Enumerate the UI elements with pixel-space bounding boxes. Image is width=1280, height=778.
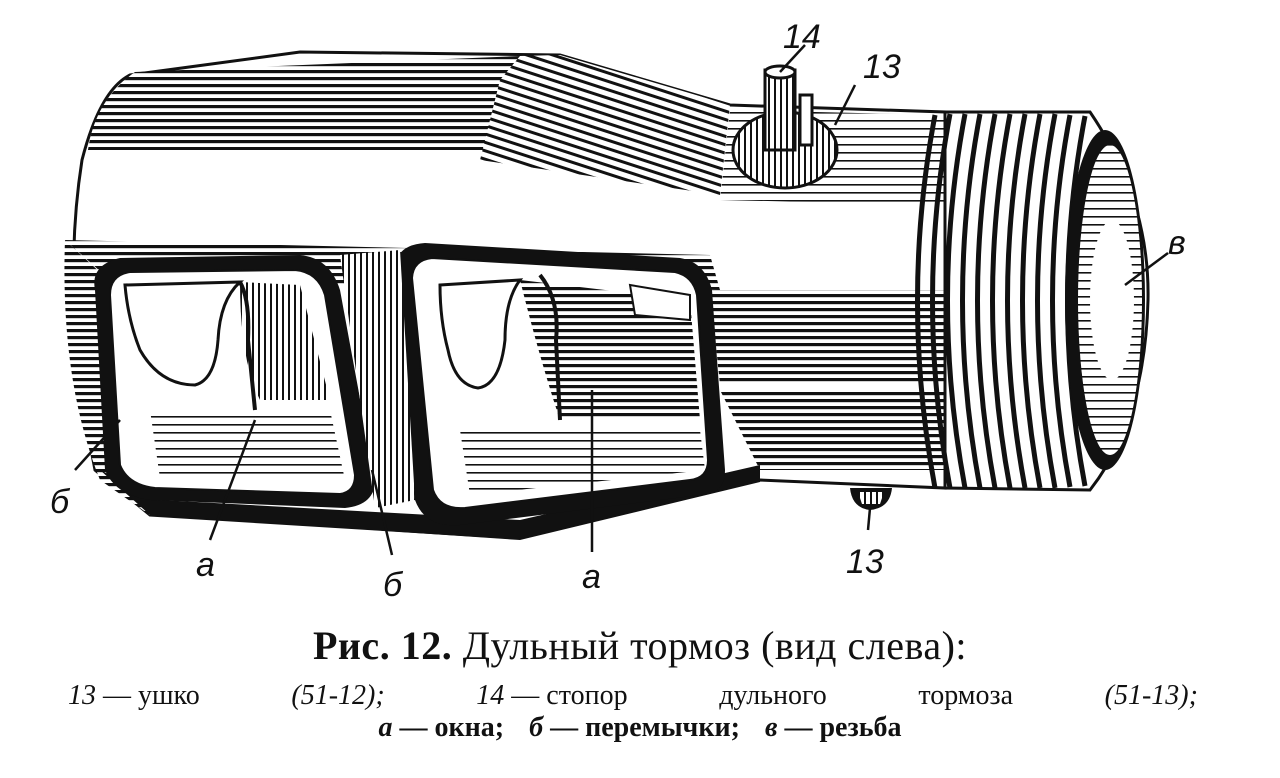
legend-item-b: б — перемычки; [529, 712, 740, 743]
legend-item-v: в — резьба [764, 712, 902, 743]
legend-item-13: 13 — ушко [68, 680, 200, 711]
stopper-boss [731, 64, 839, 190]
callout-label-14: 14 [783, 18, 821, 56]
legend-item-a: а — окна; [378, 712, 505, 743]
callout-label-b-left: б [50, 483, 70, 521]
legend-word-dulnogo: дульного [719, 680, 827, 711]
figure-number: Рис. 12. [312, 623, 453, 668]
thread-section [915, 110, 1150, 492]
callout-label-v: в [1168, 224, 1186, 262]
figure-title: Дульный тормоз (вид слева): [462, 623, 968, 668]
caption-legend-line-1: 13 — ушко (51-12); 14 — стопор дульного … [68, 680, 1198, 712]
muzzle-brake-illustration: 14 13 в б а б а 13 [50, 18, 1186, 604]
legend-word-tormoza: тормоза [918, 680, 1014, 711]
legend-ref-51-12: (51-12); [291, 680, 385, 711]
legend-item-14: 14 — стопор [476, 680, 628, 711]
figure-caption-title: Рис. 12. Дульный тормоз (вид слева): [0, 622, 1280, 669]
leader-lines [74, 44, 1169, 556]
callout-label-a-left: а [196, 546, 215, 584]
callout-label-13-bottom: 13 [846, 543, 884, 581]
muzzle-brake-drawing [64, 44, 1169, 556]
legend-ref-51-13: (51-13); [1104, 680, 1198, 711]
callout-label-a-right: а [582, 558, 601, 596]
caption-legend-line-2: а — окна; б — перемычки; в — резьба [0, 712, 1280, 744]
callout-label-13-top: 13 [863, 48, 901, 86]
callout-label-b-middle: б [383, 566, 403, 604]
